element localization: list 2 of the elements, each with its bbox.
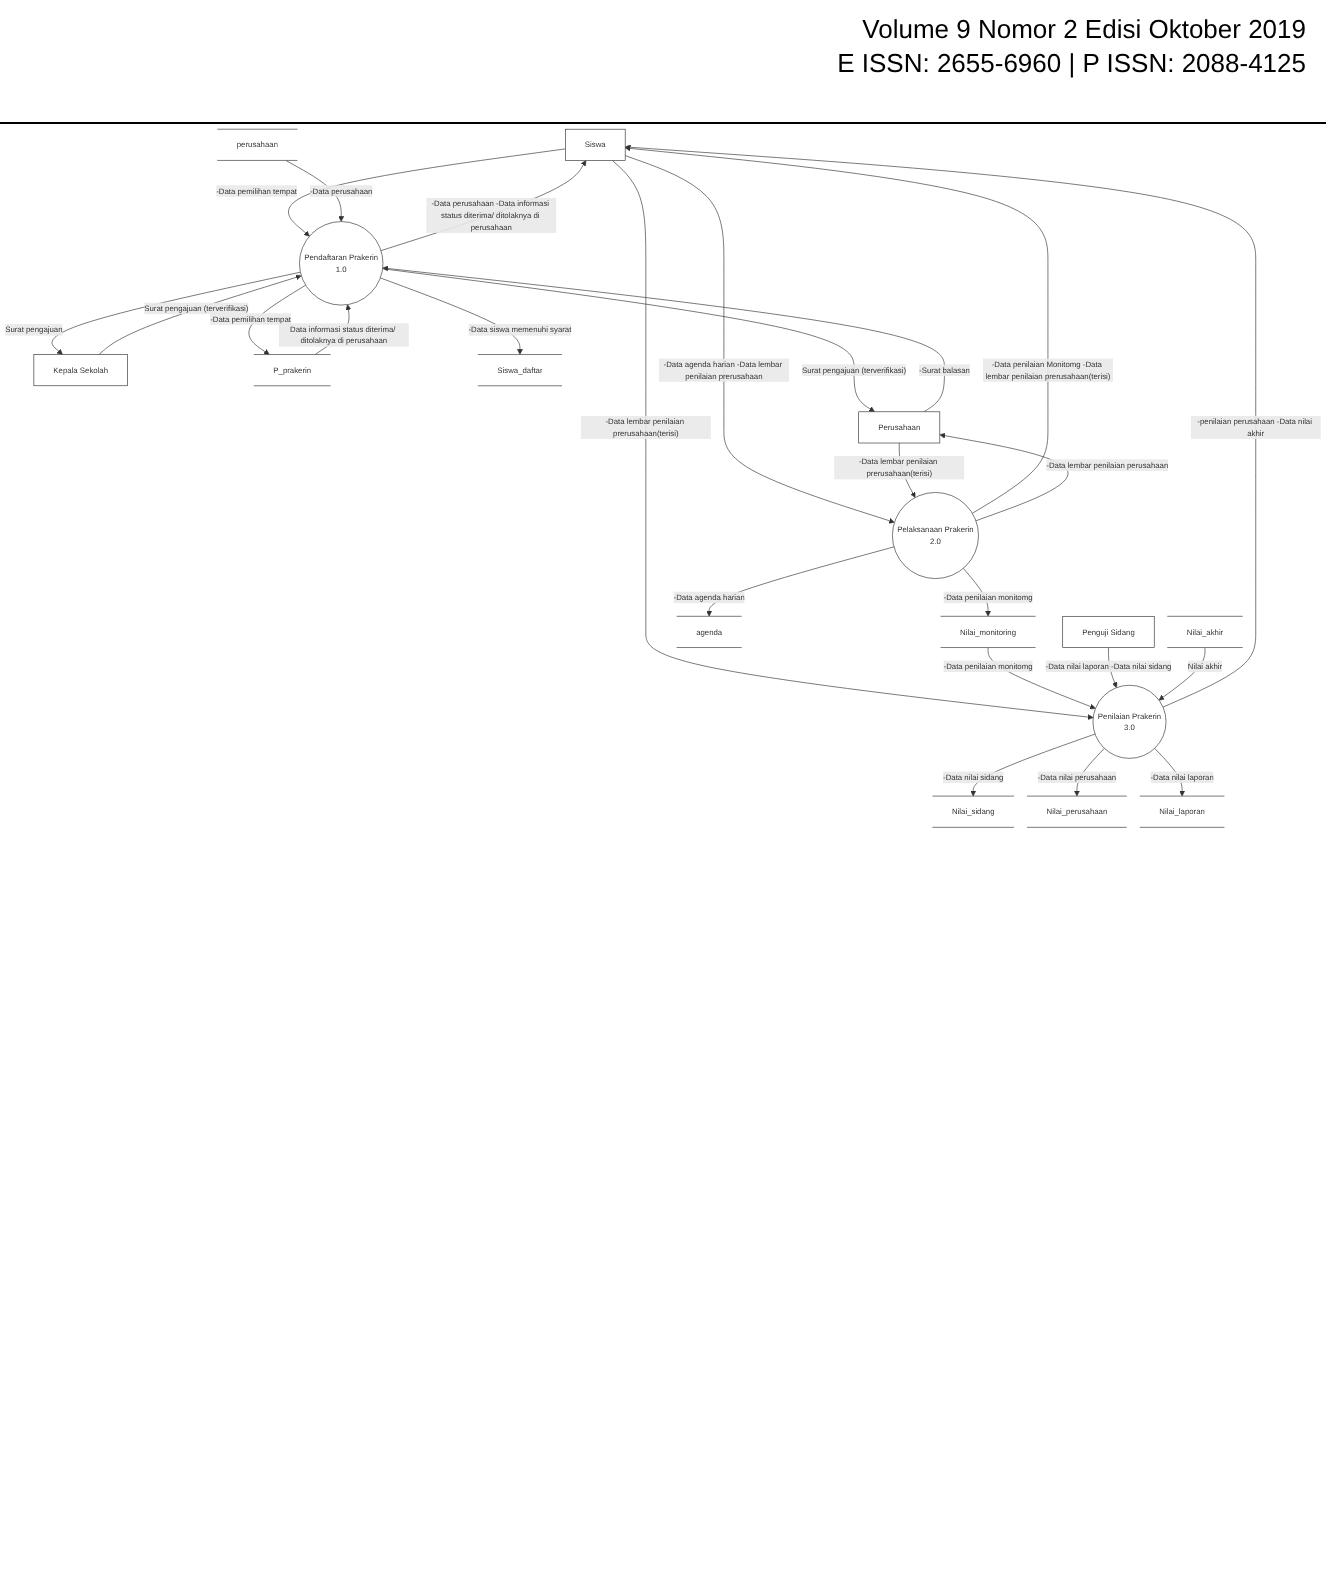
header-text: Volume 9 Nomor 2 Edisi Oktober 2019 xyxy=(860,12,1306,46)
header-text: E ISSN: 2655-6960 | P ISSN: 2088-4125 xyxy=(835,46,1306,80)
